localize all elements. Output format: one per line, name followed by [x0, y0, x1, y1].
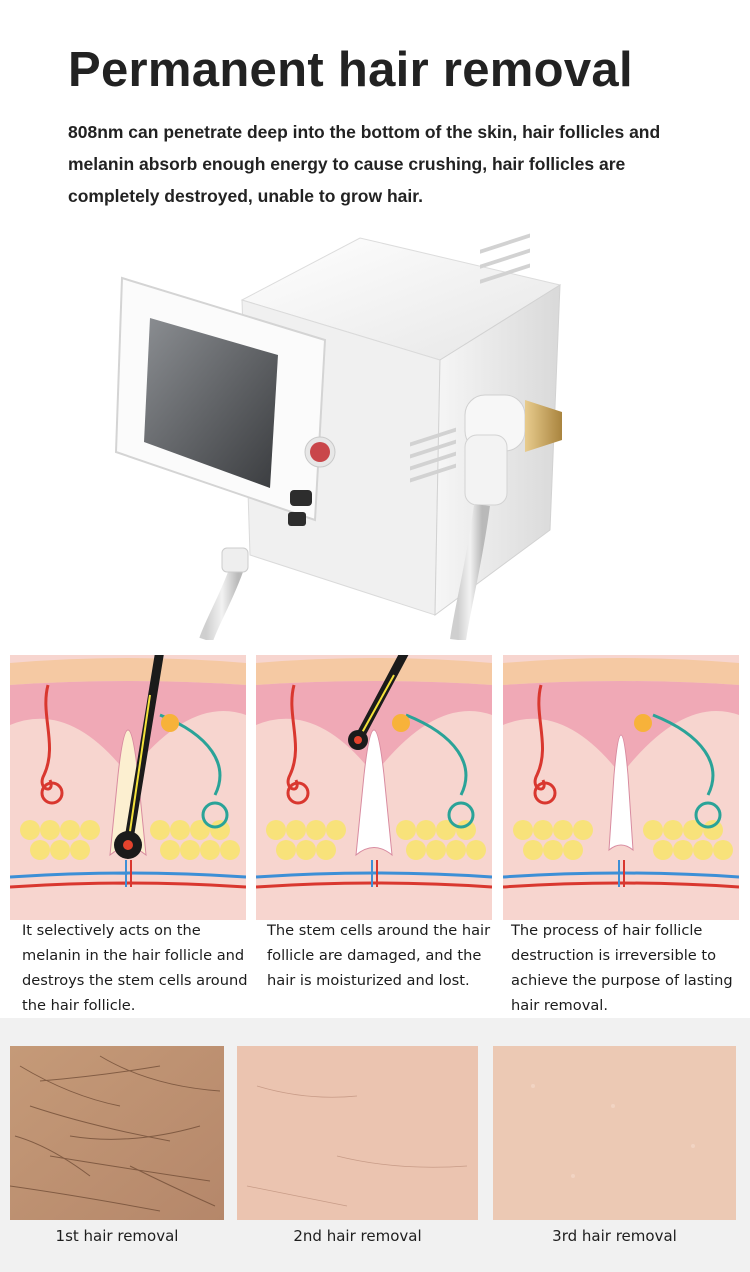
diagram-follicle-stage-3: [503, 655, 739, 920]
page-title: Permanent hair removal: [68, 43, 633, 97]
result-label-1st: 1st hair removal: [55, 1227, 179, 1245]
intro-text: 808nm can penetrate deep into the bottom…: [68, 122, 661, 206]
laser-machine-image: [114, 233, 562, 640]
skin-photo-2nd: [237, 1046, 478, 1220]
diagram-follicle-stage-2: [256, 655, 492, 920]
diagram-caption-1: It selectively acts on the melanin in th…: [22, 922, 248, 1014]
skin-photo-1st: [10, 1046, 224, 1220]
result-label-3rd: 3rd hair removal: [552, 1227, 677, 1245]
skin-photo-3rd: [493, 1046, 736, 1220]
diagram-caption-2: The stem cells around the hair follicle …: [267, 922, 491, 989]
result-label-2nd: 2nd hair removal: [293, 1227, 422, 1245]
diagram-caption-3: The process of hair follicle destruction…: [511, 922, 733, 1014]
diagram-follicle-stage-1: [10, 655, 246, 920]
